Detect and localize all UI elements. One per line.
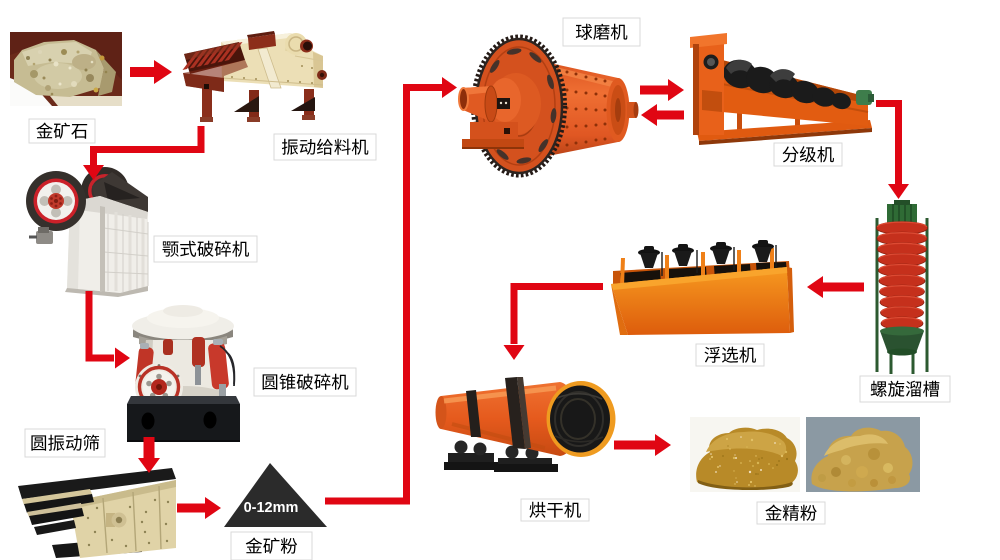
svg-text:0-12mm: 0-12mm	[244, 500, 299, 516]
